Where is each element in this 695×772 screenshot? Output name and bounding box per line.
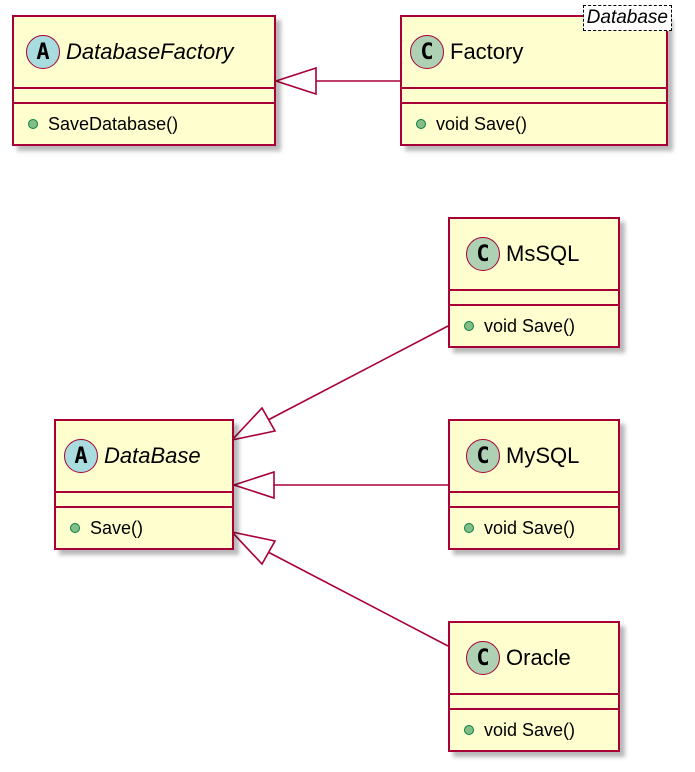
methods-compartment: void Save() bbox=[450, 708, 618, 750]
template-parameter-label: Database bbox=[582, 5, 672, 31]
public-visibility-icon bbox=[464, 523, 474, 533]
public-visibility-icon bbox=[416, 119, 426, 129]
fields-compartment bbox=[56, 491, 232, 506]
public-visibility-icon bbox=[464, 725, 474, 735]
class-header: A DatabaseFactory bbox=[14, 17, 274, 87]
method-label: void Save() bbox=[436, 113, 528, 134]
class-header: A DataBase bbox=[56, 421, 232, 491]
public-visibility-icon bbox=[28, 119, 38, 129]
methods-compartment: void Save() bbox=[402, 102, 666, 144]
inheritance-arrow-database-from-mysql bbox=[231, 470, 275, 500]
fields-compartment bbox=[14, 87, 274, 102]
class-header: C Oracle bbox=[450, 623, 618, 693]
relation-mssql-database bbox=[267, 325, 449, 421]
inheritance-arrow-database-from-mssql bbox=[229, 406, 277, 442]
class-name: DatabaseFactory bbox=[66, 39, 234, 64]
fields-compartment bbox=[402, 87, 666, 102]
methods-compartment: void Save() bbox=[450, 506, 618, 548]
inheritance-arrow-database-from-oracle bbox=[229, 530, 277, 566]
relation-oracle-database bbox=[267, 551, 449, 647]
method-label: void Save() bbox=[484, 719, 576, 740]
class-mssql[interactable]: C MsSQL void Save() bbox=[448, 217, 620, 348]
method-label: void Save() bbox=[484, 517, 576, 538]
class-database[interactable]: A DataBase Save() bbox=[54, 419, 234, 550]
class-name: Factory bbox=[450, 39, 524, 64]
class-database-factory[interactable]: A DatabaseFactory SaveDatabase() bbox=[12, 15, 276, 146]
inheritance-arrow-databasefactory bbox=[273, 66, 317, 96]
methods-compartment: SaveDatabase() bbox=[14, 102, 274, 144]
class-mysql[interactable]: C MySQL void Save() bbox=[448, 419, 620, 550]
class-name: MySQL bbox=[506, 443, 580, 468]
abstract-class-icon: A bbox=[26, 35, 60, 69]
class-name: MsSQL bbox=[506, 241, 580, 266]
methods-compartment: void Save() bbox=[450, 304, 618, 346]
class-icon: C bbox=[466, 237, 500, 271]
class-icon: C bbox=[466, 439, 500, 473]
public-visibility-icon bbox=[70, 523, 80, 533]
class-name: DataBase bbox=[104, 443, 201, 468]
class-name: Oracle bbox=[506, 645, 571, 670]
class-oracle[interactable]: C Oracle void Save() bbox=[448, 621, 620, 752]
fields-compartment bbox=[450, 491, 618, 506]
fields-compartment bbox=[450, 693, 618, 708]
class-factory[interactable]: C Factory Database void Save() bbox=[400, 5, 672, 146]
method-label: SaveDatabase() bbox=[48, 113, 179, 134]
fields-compartment bbox=[450, 289, 618, 304]
class-icon: C bbox=[410, 35, 444, 69]
method-label: Save() bbox=[90, 517, 144, 538]
public-visibility-icon bbox=[464, 321, 474, 331]
class-icon: C bbox=[466, 641, 500, 675]
class-header: C MsSQL bbox=[450, 219, 618, 289]
method-label: void Save() bbox=[484, 315, 576, 336]
methods-compartment: Save() bbox=[56, 506, 232, 548]
class-header: C MySQL bbox=[450, 421, 618, 491]
abstract-class-icon: A bbox=[64, 439, 98, 473]
class-header: C Factory Database bbox=[402, 5, 672, 87]
